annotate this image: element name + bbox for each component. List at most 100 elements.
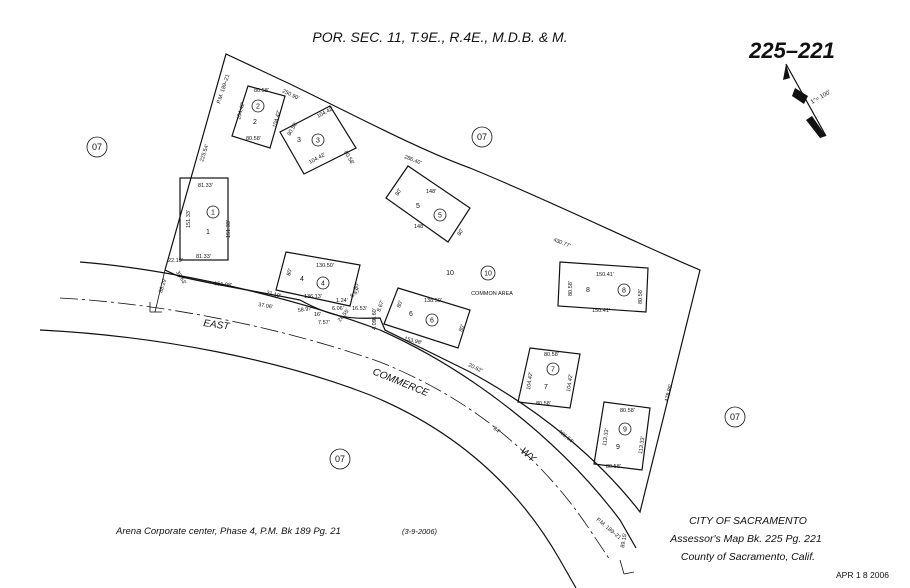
lot-dim-6a: 138.50' bbox=[424, 298, 442, 304]
common-area-circle-label: 10 bbox=[484, 271, 492, 278]
lot-1[interactable] bbox=[179, 177, 229, 261]
lot-num-5: 5 bbox=[416, 203, 420, 210]
lot-num-3: 3 bbox=[297, 137, 301, 144]
dim-small-5: 6.06' bbox=[332, 306, 344, 312]
lot-dim-7a: 80.58' bbox=[544, 352, 559, 358]
dim-corner-a: 22.19' bbox=[168, 258, 183, 264]
dim-bottom-d: 58.97' bbox=[297, 306, 313, 314]
lot-9[interactable] bbox=[593, 401, 651, 471]
lot-num-8: 8 bbox=[586, 287, 590, 294]
lot-dim-8d: 150.41' bbox=[592, 308, 610, 314]
date-stamp: APR 1 8 2006 bbox=[836, 570, 889, 580]
lot-circle-8 bbox=[617, 283, 631, 297]
dim-small-9: 8.60' bbox=[372, 308, 378, 320]
dim-bottom-e: 20.62' bbox=[467, 362, 483, 374]
street-width-label: 84' bbox=[492, 426, 501, 435]
lot-num-4: 4 bbox=[300, 276, 304, 283]
lot-4[interactable] bbox=[275, 251, 361, 307]
lot-dim-8b: 80.58' bbox=[568, 281, 574, 296]
city-label: CITY OF SACRAMENTO bbox=[689, 515, 807, 527]
lot-circle-2 bbox=[251, 99, 265, 113]
caption-date: (3-9-2006) bbox=[402, 527, 438, 536]
pm-ref-bottom: P.M. 189–21 bbox=[595, 517, 622, 541]
dim-small-10: 4.09' bbox=[372, 318, 378, 330]
lot-circle-4 bbox=[316, 276, 330, 290]
lot-6[interactable] bbox=[383, 287, 471, 349]
dim-small-6: 16.53' bbox=[352, 306, 367, 312]
lot-circle-label-2: 2 bbox=[256, 104, 260, 111]
assessor-label: Assessor's Map Bk. 225 Pg. 221 bbox=[669, 533, 821, 545]
lot-num-2: 2 bbox=[253, 119, 257, 126]
lot-5[interactable] bbox=[385, 165, 471, 243]
lot-dim-9d: 80.58' bbox=[606, 464, 621, 470]
lot-num-6: 6 bbox=[409, 311, 413, 318]
lot-dim-5d: 148' bbox=[414, 224, 424, 230]
scale-label: 1"= 100' bbox=[810, 90, 832, 106]
parcel-07-east-label: 07 bbox=[730, 412, 740, 422]
common-area-num: 10 bbox=[446, 270, 454, 277]
lot-circle-label-7: 7 bbox=[551, 367, 555, 374]
lot-circle-9 bbox=[618, 422, 632, 436]
lot-8[interactable] bbox=[557, 261, 649, 313]
lot-dim-7d: 80.58' bbox=[536, 401, 551, 407]
dim-right: 478.85' bbox=[664, 384, 674, 403]
lot-dim-3b: 80.58' bbox=[287, 121, 300, 137]
street-label-wy: WY bbox=[518, 446, 538, 466]
dim-small-7: 8.67' bbox=[349, 287, 362, 299]
lot-circle-3 bbox=[311, 133, 325, 147]
lot-dim-5c: 80' bbox=[457, 228, 466, 237]
lot-circle-label-3: 3 bbox=[316, 138, 320, 145]
lot-dim-4c: 80' bbox=[353, 282, 361, 290]
dim-left-low: 88.29' bbox=[158, 278, 168, 294]
lot-circle-label-4: 4 bbox=[321, 281, 325, 288]
dim-right-top: 430.77' bbox=[552, 237, 571, 249]
parcel-07-south bbox=[329, 448, 351, 470]
lot-dim-1c: 151.33' bbox=[226, 220, 232, 238]
tick-mark-east-foot bbox=[623, 571, 635, 575]
dim-left: 225.54' bbox=[199, 144, 210, 163]
lot-dim-1a: 81.33' bbox=[198, 183, 213, 189]
dim-small-8: 8.67' bbox=[376, 300, 386, 313]
lot-dim-1d: 81.33' bbox=[196, 254, 211, 260]
street-centerline bbox=[59, 297, 611, 561]
dim-small-4: 1.24' bbox=[336, 298, 348, 304]
dim-small-1: 16' bbox=[314, 312, 321, 318]
corner-line bbox=[154, 269, 166, 313]
lot-dim-6b: 80' bbox=[396, 300, 404, 309]
lot-dim-5b: 80' bbox=[395, 188, 404, 197]
tick-mark-east bbox=[619, 559, 625, 575]
dim-bottom-c: 37.06' bbox=[258, 302, 274, 310]
common-area-circle bbox=[480, 265, 496, 281]
lot-num-7: 7 bbox=[544, 384, 548, 391]
lot-2[interactable] bbox=[231, 85, 286, 149]
street-edge-north bbox=[79, 261, 637, 549]
parcel-07-east bbox=[724, 406, 746, 428]
caption-main: Arena Corporate center, Phase 4, P.M. Bk… bbox=[115, 526, 341, 537]
dim-bottom-a: 151.08' bbox=[214, 281, 232, 289]
parcel-07-north bbox=[471, 126, 493, 148]
county-label: County of Sacramento, Calif. bbox=[681, 551, 815, 563]
lot-7[interactable] bbox=[517, 347, 581, 409]
lot-num-1: 1 bbox=[206, 229, 210, 236]
street-label-east: EAST bbox=[203, 318, 231, 333]
lot-dim-7c: 104.42' bbox=[566, 374, 574, 393]
north-arrow-icon bbox=[783, 63, 827, 138]
dim-corner-b: 39.63' bbox=[174, 270, 187, 286]
map-title: POR. SEC. 11, T.9E., R.4E., M.D.B. & M. bbox=[312, 29, 567, 45]
lot-dim-2b: 104.42' bbox=[236, 102, 246, 121]
dim-bottom-b: 21.10' bbox=[266, 290, 282, 299]
map-number: 225–221 bbox=[748, 38, 835, 63]
parcel-07-west bbox=[86, 136, 108, 158]
lot-circle-label-5: 5 bbox=[438, 213, 442, 220]
parcel-07-west-label: 07 bbox=[92, 142, 102, 152]
lot-dim-1b: 151.33' bbox=[186, 210, 192, 228]
lot-dim-2c: 104.42' bbox=[272, 110, 282, 129]
dim-bottom-f: 406.54' bbox=[557, 429, 575, 445]
common-area-label: COMMON AREA bbox=[471, 291, 513, 297]
lot-circle-label-8: 8 bbox=[622, 288, 626, 295]
lot-3[interactable] bbox=[279, 105, 357, 175]
lot-dim-8a: 150.41' bbox=[596, 272, 614, 278]
lot-circle-1 bbox=[206, 205, 220, 219]
lot-circle-label-9: 9 bbox=[623, 427, 627, 434]
